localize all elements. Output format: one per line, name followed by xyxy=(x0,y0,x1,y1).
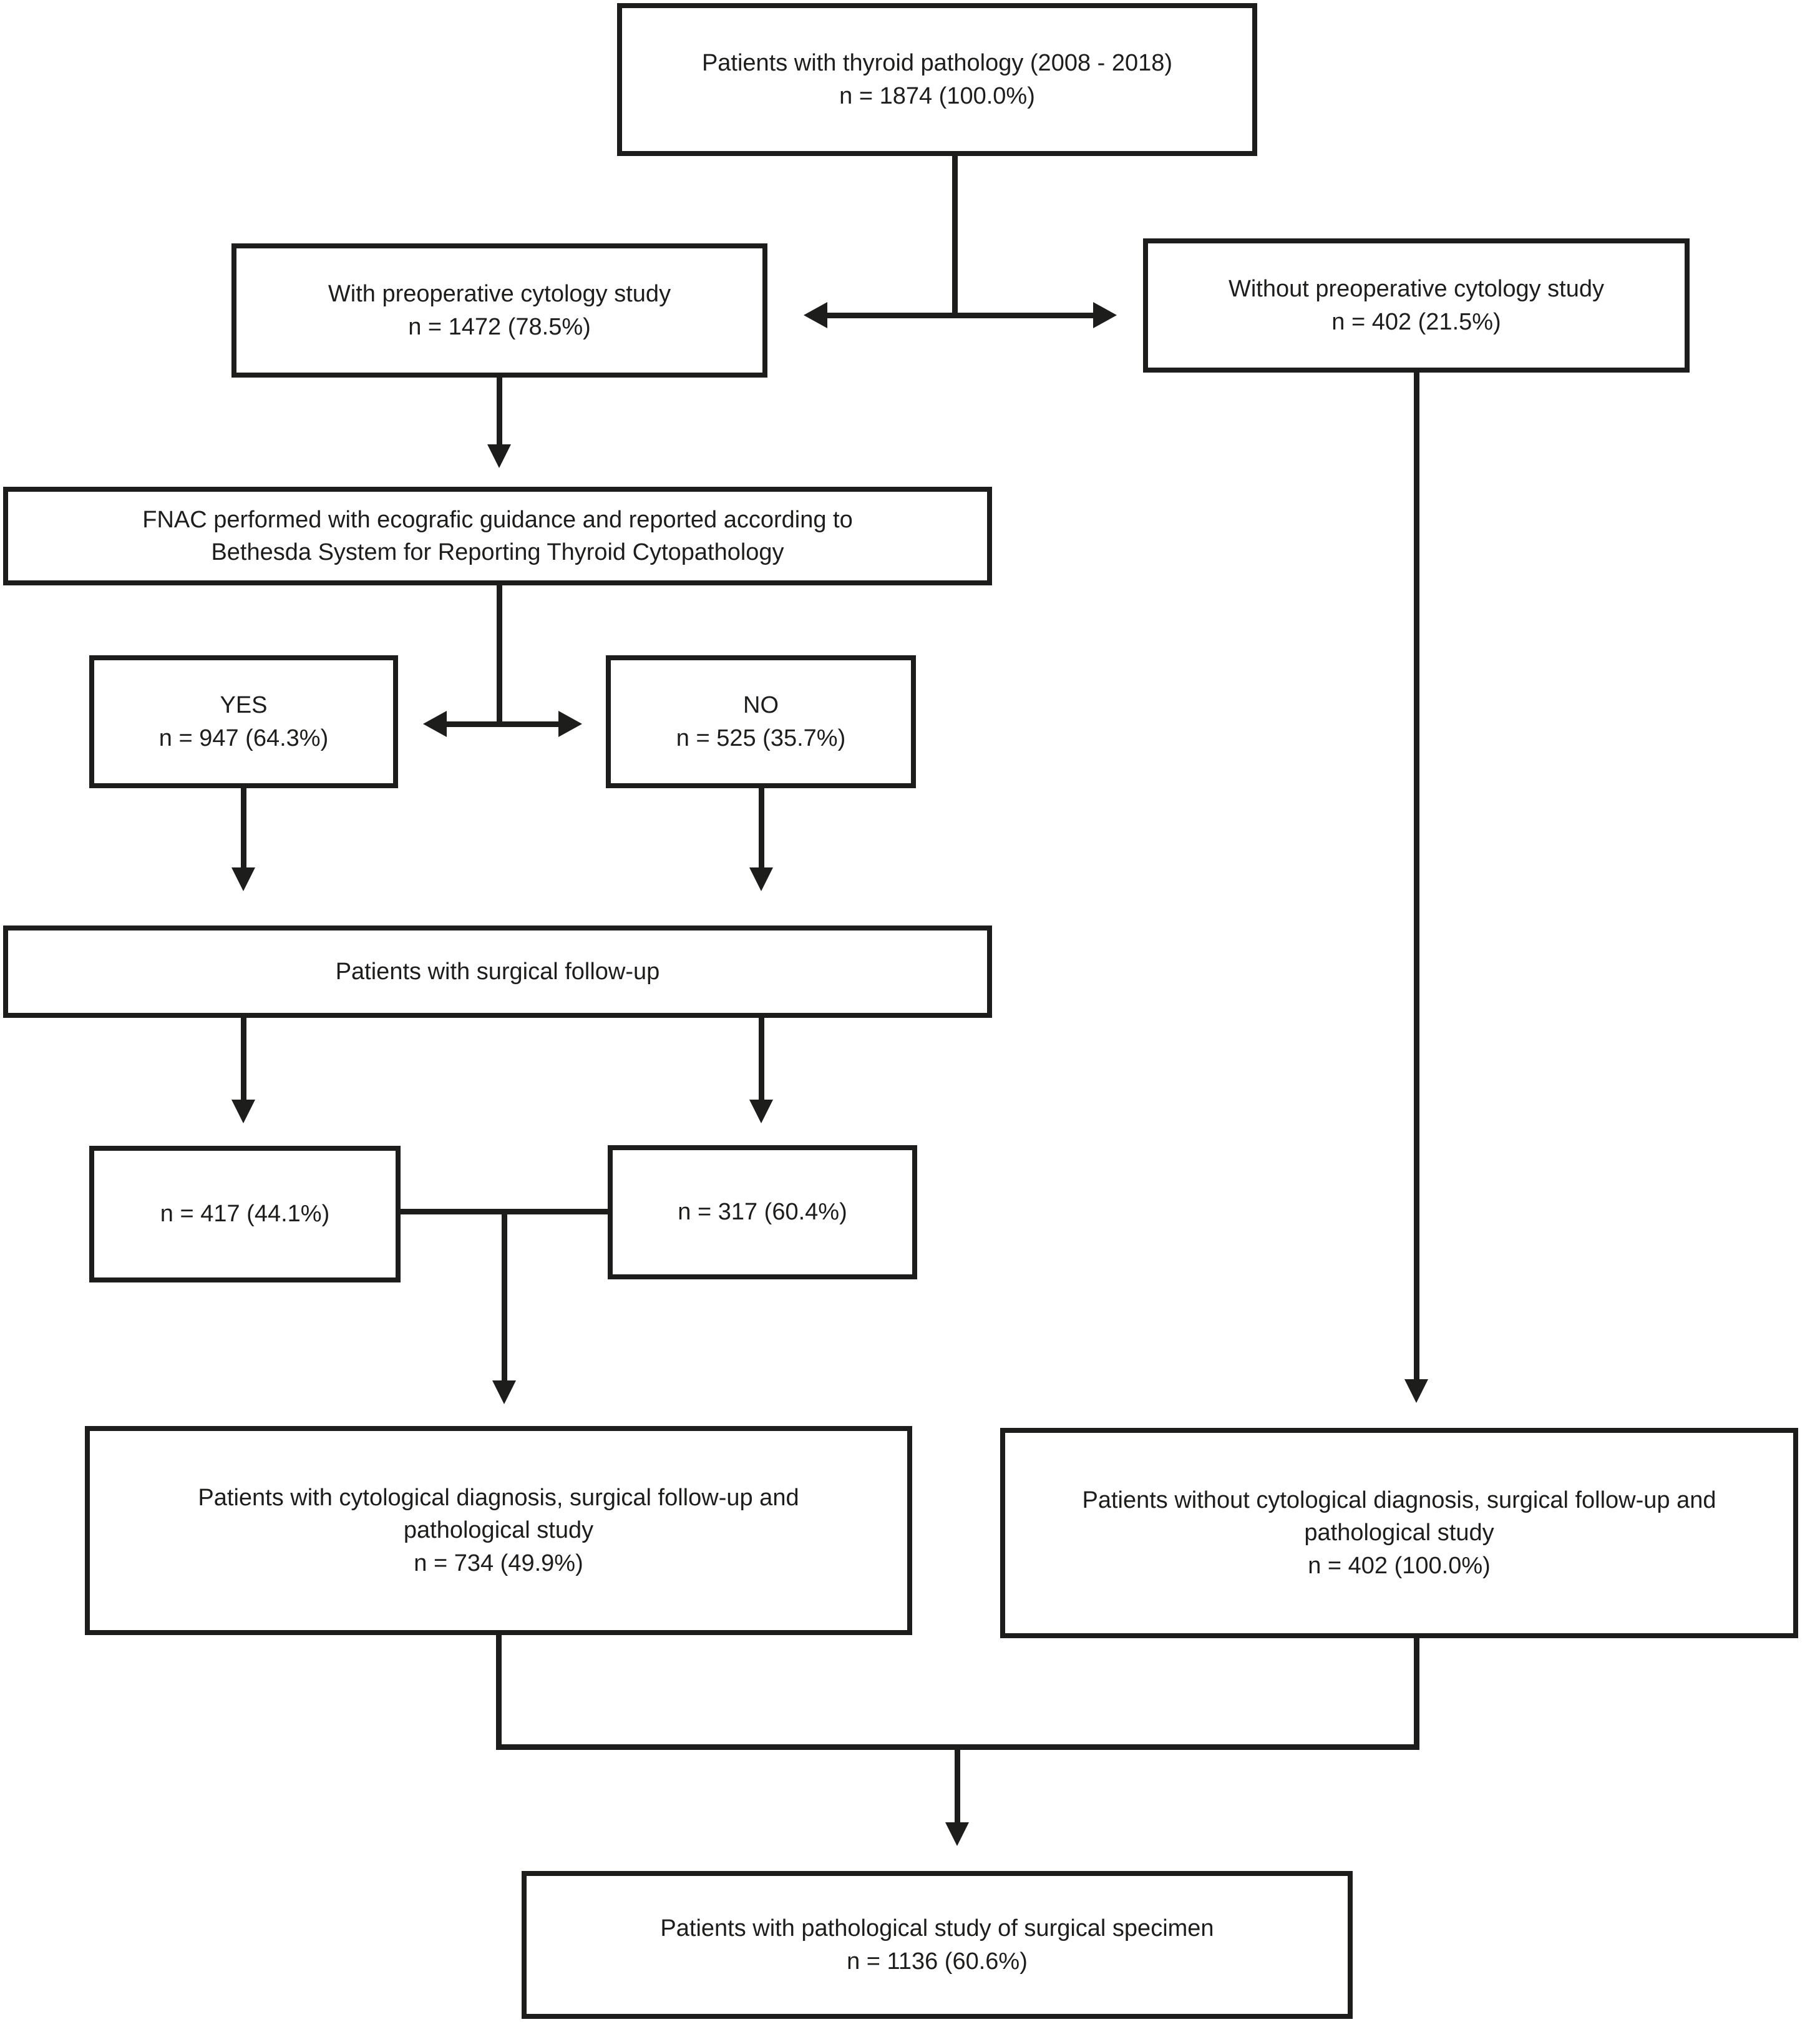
node-without-cyto-fu-path: Patients without cytological diagnosis, … xyxy=(1000,1428,1798,1638)
arrowhead-down-icon xyxy=(231,1100,255,1123)
node-surgical-followup-label: Patients with surgical follow-up xyxy=(335,958,660,985)
arrowhead-right-icon xyxy=(558,711,582,737)
node-fnac-label: FNAC performed with ecografic guidance a… xyxy=(142,506,853,565)
connector-with-outcome-drop xyxy=(496,1635,502,1750)
node-with-cyto-fu-path: Patients with cytological diagnosis, sur… xyxy=(85,1426,912,1635)
node-pathological-specimen-label: Patients with pathological study of surg… xyxy=(660,1915,1214,1942)
node-root: Patients with thyroid pathology (2008 - … xyxy=(617,3,1257,156)
node-with-cyto-fu-path-count: n = 734 (49.9%) xyxy=(414,1550,583,1576)
node-no-surgical: n = 317 (60.4%) xyxy=(608,1145,917,1279)
connector-no-to-followup xyxy=(759,788,764,869)
connector-fnac-stem xyxy=(497,585,502,726)
arrowhead-right-icon xyxy=(1093,302,1117,328)
arrowhead-down-icon xyxy=(1404,1379,1428,1403)
connector-yesno-split xyxy=(437,721,562,727)
connector-root-stem xyxy=(952,156,958,315)
node-yes-surgical: n = 417 (44.1%) xyxy=(89,1146,401,1282)
arrowhead-down-icon xyxy=(749,867,773,891)
node-without-cyto-fu-path-count: n = 402 (100.0%) xyxy=(1308,1552,1491,1579)
node-yes: YES n = 947 (64.3%) xyxy=(89,655,398,788)
connector-cytology-to-fnac xyxy=(497,378,502,446)
node-without-cytology-count: n = 402 (21.5%) xyxy=(1331,308,1501,335)
node-without-cytology: Without preoperative cytology study n = … xyxy=(1143,238,1690,373)
node-no: NO n = 525 (35.7%) xyxy=(606,655,916,788)
connector-join-stem xyxy=(502,1211,507,1380)
node-pathological-specimen-count: n = 1136 (60.6%) xyxy=(847,1948,1028,1975)
node-root-count: n = 1874 (100.0%) xyxy=(839,82,1035,109)
node-root-label: Patients with thyroid pathology (2008 - … xyxy=(701,50,1173,77)
connector-yes-to-followup xyxy=(241,788,246,869)
connector-followup-to-no-surgical xyxy=(759,1018,764,1102)
node-pathological-specimen: Patients with pathological study of surg… xyxy=(522,1871,1353,2019)
node-yes-label: YES xyxy=(220,692,268,719)
node-no-surgical-count: n = 317 (60.4%) xyxy=(678,1199,847,1226)
arrowhead-down-icon xyxy=(749,1100,773,1123)
arrowhead-down-icon xyxy=(487,444,511,468)
node-with-cyto-fu-path-label: Patients with cytological diagnosis, sur… xyxy=(198,1484,799,1544)
node-without-cyto-fu-path-label: Patients without cytological diagnosis, … xyxy=(1082,1487,1716,1546)
node-without-cytology-label: Without preoperative cytology study xyxy=(1229,276,1604,303)
arrowhead-down-icon xyxy=(492,1380,516,1404)
connector-without-outcome-drop xyxy=(1414,1638,1419,1750)
connector-cytology-split xyxy=(817,313,1104,318)
connector-merge-stem xyxy=(955,1744,960,1822)
connector-followup-to-yes-surgical xyxy=(241,1018,246,1102)
node-with-cytology-label: With preoperative cytology study xyxy=(328,281,671,308)
node-no-label: NO xyxy=(743,692,779,719)
node-no-count: n = 525 (35.7%) xyxy=(676,725,846,751)
node-yes-surgical-count: n = 417 (44.1%) xyxy=(160,1201,330,1228)
node-fnac: FNAC performed with ecografic guidance a… xyxy=(3,487,992,585)
node-with-cytology-count: n = 1472 (78.5%) xyxy=(408,313,591,340)
arrowhead-down-icon xyxy=(231,867,255,891)
node-surgical-followup: Patients with surgical follow-up xyxy=(3,926,992,1018)
arrowhead-left-icon xyxy=(804,302,827,328)
connector-without-cytology-stem xyxy=(1414,373,1419,1379)
node-with-cytology: With preoperative cytology study n = 147… xyxy=(231,243,767,378)
arrowhead-down-icon xyxy=(945,1822,969,1846)
arrowhead-left-icon xyxy=(423,711,447,737)
node-yes-count: n = 947 (64.3%) xyxy=(158,725,329,751)
